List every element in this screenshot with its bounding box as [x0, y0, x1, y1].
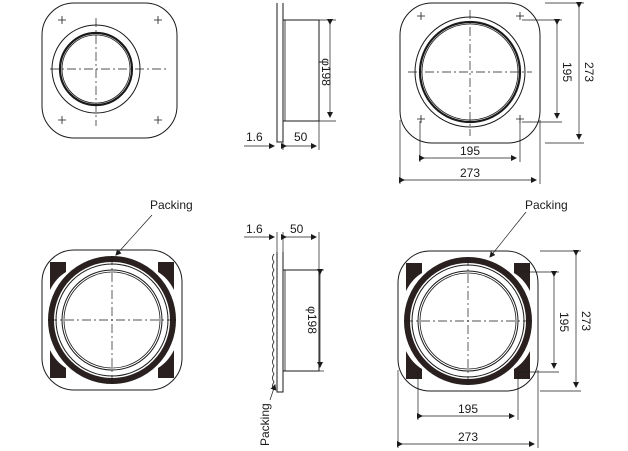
flange-outline [397, 250, 539, 392]
flange-plate [276, 252, 284, 393]
side-view-bottom: φ198 1.6 50 Packing [244, 222, 324, 446]
flange-outline [41, 2, 178, 139]
packing-leader [115, 214, 153, 256]
thickness-label: 1.6 [246, 130, 263, 144]
front-view-bottom-left: Packing [41, 198, 193, 391]
outer-height-label: 273 [579, 311, 593, 331]
screw-hole-marks [58, 16, 162, 124]
inner-width-label: 195 [458, 402, 478, 416]
duct-body [282, 19, 320, 122]
flange-outline [399, 2, 541, 144]
front-view-bottom-right: Packing 195 273 195 273 [397, 198, 593, 448]
diameter-label: φ198 [319, 58, 333, 86]
duct-inner-circle [421, 23, 519, 121]
flange-plate [276, 3, 284, 143]
inner-width-label: 195 [460, 144, 480, 158]
side-view-top: φ198 50 1.6 [244, 3, 336, 150]
gasket-corner [50, 262, 66, 290]
screw-hole-marks [417, 12, 524, 123]
inner-height-label: 195 [557, 312, 571, 332]
flange-outline [41, 249, 183, 391]
front-view-top-left [41, 2, 178, 139]
outer-width-label: 273 [460, 166, 480, 180]
inner-height-label: 195 [560, 62, 574, 82]
packing-profile [272, 253, 275, 391]
depth-label: 50 [294, 130, 308, 144]
thickness-label: 1.6 [246, 222, 263, 236]
outer-width-label: 273 [458, 430, 478, 444]
outer-height-label: 273 [582, 62, 596, 82]
packing-label: Packing [258, 403, 272, 446]
diameter-label: φ198 [305, 306, 319, 334]
front-view-top-right: 195 273 195 273 [399, 2, 596, 184]
depth-label: 50 [290, 222, 304, 236]
packing-label: Packing [150, 198, 193, 212]
packing-label: Packing [525, 198, 568, 212]
